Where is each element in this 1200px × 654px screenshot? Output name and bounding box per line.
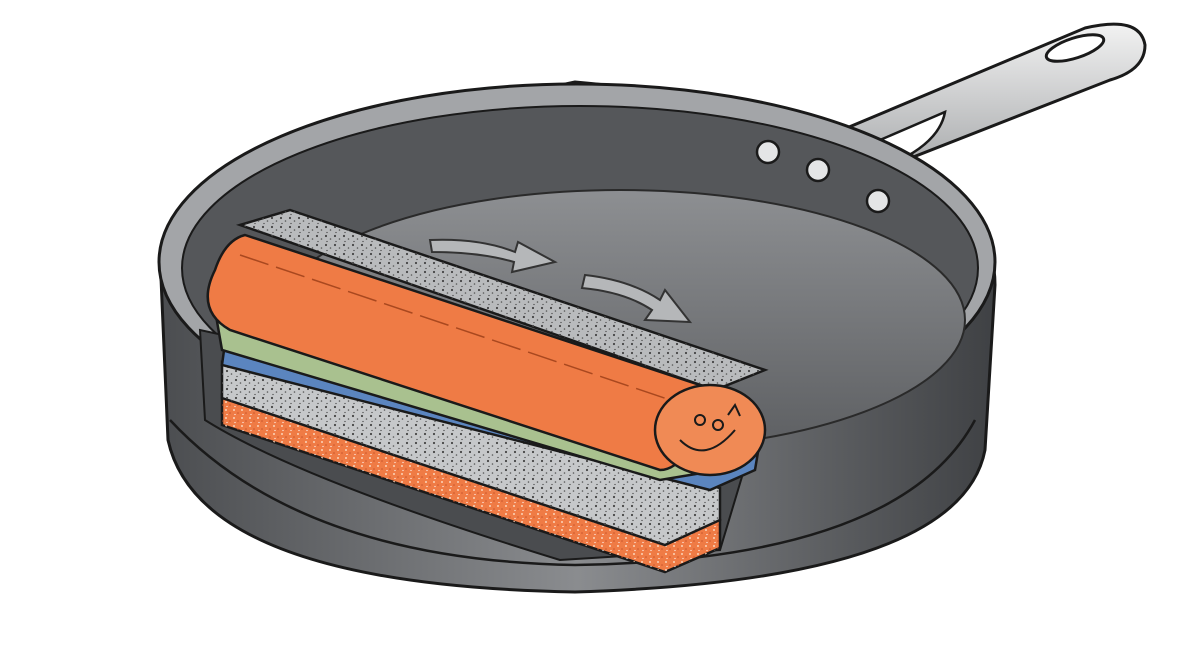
arrow-right-icon <box>580 273 693 324</box>
layer-stack <box>206 208 769 574</box>
handle-hole <box>1044 33 1106 63</box>
smiley-face-icon <box>679 402 741 452</box>
arrow-right-icon <box>428 238 558 274</box>
rivet-icon <box>755 139 891 214</box>
